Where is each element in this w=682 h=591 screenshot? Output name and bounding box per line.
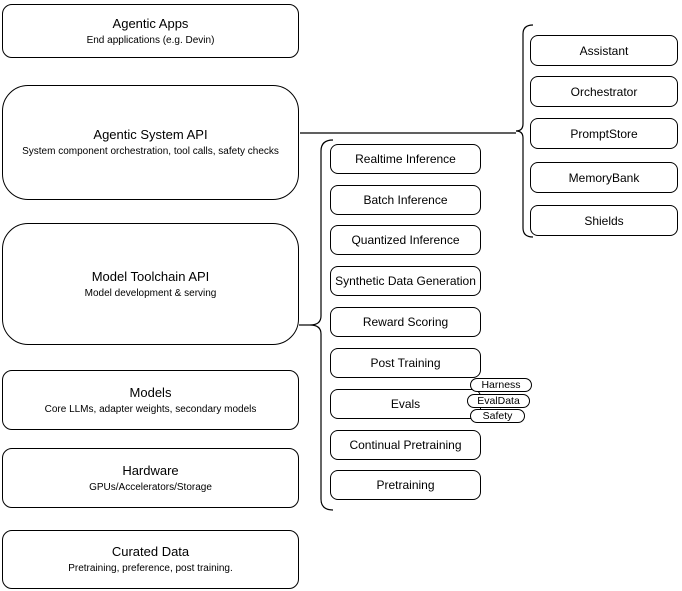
node-title: Model Toolchain API	[91, 268, 210, 284]
node-realtime-inference: Realtime Inference	[330, 144, 481, 174]
node-pretraining: Pretraining	[330, 470, 481, 500]
node-label: Orchestrator	[570, 84, 638, 99]
node-curated-data: Curated Data Pretraining, preference, po…	[2, 530, 299, 589]
node-label: MemoryBank	[568, 170, 640, 185]
node-title: Agentic Apps	[112, 15, 189, 31]
node-label: Synthetic Data Generation	[335, 274, 476, 288]
node-model-toolchain-api: Model Toolchain API Model development & …	[2, 223, 299, 345]
tag-label: Harness	[481, 379, 521, 391]
node-label: Evals	[390, 397, 421, 411]
node-hardware: Hardware GPUs/Accelerators/Storage	[2, 448, 299, 508]
node-title: Models	[129, 384, 172, 400]
node-label: Continual Pretraining	[349, 438, 462, 452]
node-evals: Evals	[330, 389, 481, 419]
node-shields: Shields	[530, 205, 678, 236]
node-label: Shields	[584, 213, 624, 228]
node-subtitle: Core LLMs, adapter weights, secondary mo…	[44, 403, 257, 415]
tag-safety: Safety	[470, 409, 525, 423]
node-promptstore: PromptStore	[530, 118, 678, 149]
node-title: Agentic System API	[93, 127, 208, 142]
node-agentic-apps: Agentic Apps End applications (e.g. Devi…	[2, 4, 299, 58]
tag-label: Safety	[482, 410, 513, 422]
node-assistant: Assistant	[530, 35, 678, 66]
node-subtitle: GPUs/Accelerators/Storage	[89, 481, 212, 493]
node-agentic-system-api: Agentic System API System component orch…	[2, 85, 299, 200]
tag-evaldata: EvalData	[467, 394, 530, 408]
node-subtitle: System component orchestration, tool cal…	[22, 146, 279, 157]
tag-label: EvalData	[477, 395, 520, 407]
node-label: Pretraining	[376, 478, 435, 492]
node-subtitle: Pretraining, preference, post training.	[68, 563, 233, 574]
node-batch-inference: Batch Inference	[330, 185, 481, 215]
node-label: Reward Scoring	[362, 315, 449, 329]
node-label: Realtime Inference	[355, 152, 456, 166]
node-quantized-inference: Quantized Inference	[330, 225, 481, 255]
node-post-training: Post Training	[330, 348, 481, 378]
node-memorybank: MemoryBank	[530, 162, 678, 193]
node-synthetic-data-generation: Synthetic Data Generation	[330, 266, 481, 296]
node-orchestrator: Orchestrator	[530, 76, 678, 107]
node-label: Batch Inference	[363, 193, 448, 207]
node-label: Assistant	[579, 43, 629, 58]
node-label: PromptStore	[570, 126, 638, 141]
node-label: Quantized Inference	[351, 233, 460, 247]
node-models: Models Core LLMs, adapter weights, secon…	[2, 370, 299, 430]
node-reward-scoring: Reward Scoring	[330, 307, 481, 337]
node-continual-pretraining: Continual Pretraining	[330, 430, 481, 460]
node-subtitle: Model development & serving	[84, 287, 217, 299]
node-subtitle: End applications (e.g. Devin)	[86, 34, 215, 46]
tag-harness: Harness	[470, 378, 532, 392]
node-label: Post Training	[370, 356, 441, 370]
node-title: Hardware	[122, 462, 179, 478]
node-title: Curated Data	[111, 544, 190, 559]
